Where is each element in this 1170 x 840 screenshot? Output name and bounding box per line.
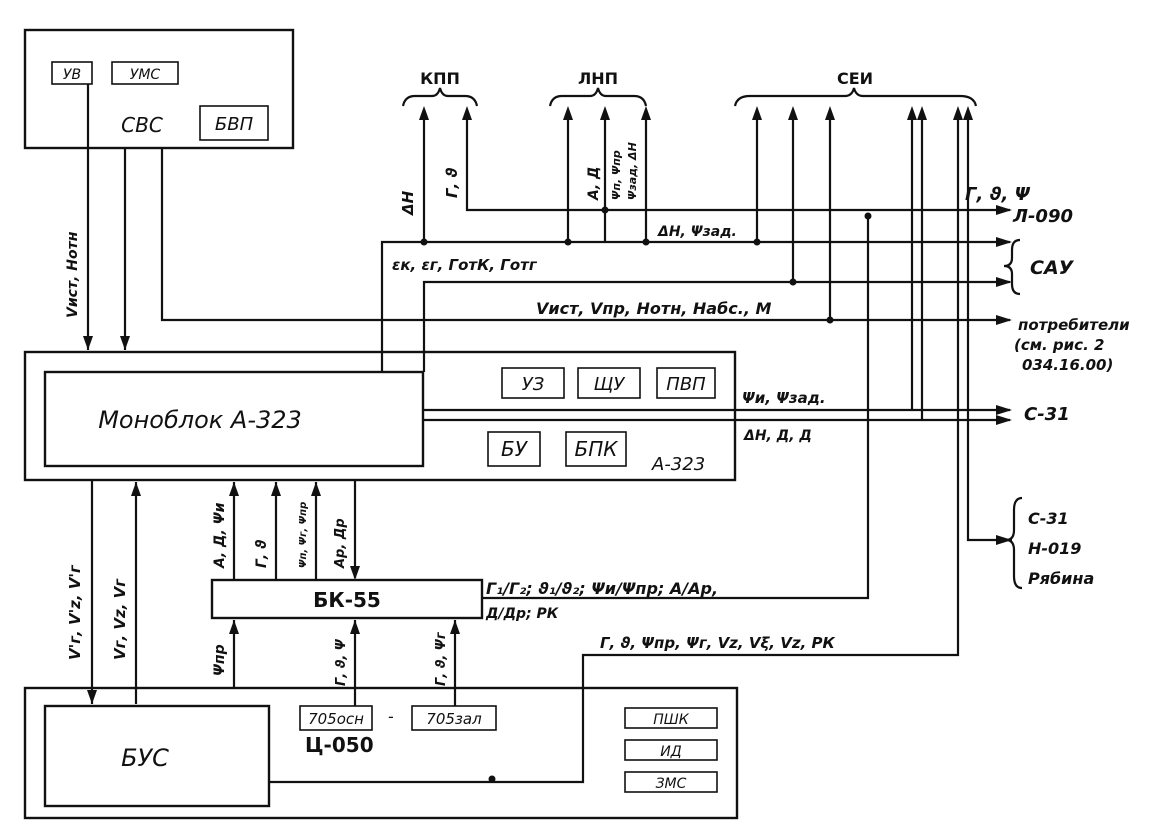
zms-label: ЗМС: [656, 776, 687, 792]
uv-label: УВ: [63, 67, 81, 83]
bk-out1-label: Г₁/Г₂; ϑ₁/ϑ₂; Ψи/Ψпр; А/Ар,: [486, 579, 718, 598]
uv-subblock: [51, 61, 93, 85]
potr-label-3: 034.16.00): [1022, 356, 1113, 374]
bu-label: БУ: [501, 437, 529, 461]
monoblock-label: Моноблок А-323: [98, 406, 302, 434]
705osn-label: 705осн: [308, 710, 364, 728]
bvp-label: БВП: [215, 114, 254, 135]
psi-lnp-label: Ψп, Ψпр: [610, 150, 623, 200]
g-theta-bk-label: Г, ϑ: [254, 539, 270, 568]
bpk-label: БПК: [575, 437, 619, 461]
block-svs: УВ УМС СВС БВП: [23, 28, 295, 150]
vist-hotn-label: Vист, Нотн: [65, 231, 81, 318]
705zap-label: 705зал: [426, 710, 482, 728]
ad-lnp-label: А, Д: [586, 167, 602, 202]
consumers: Л-090 САУ потребители (см. рис. 2 034.16…: [1003, 206, 1130, 590]
svs-label: СВС: [121, 113, 163, 137]
c050-dash: -: [388, 707, 394, 726]
sau-label: САУ: [1030, 257, 1075, 279]
signal-wires: [86, 84, 1012, 784]
junction-dots: [420, 206, 872, 783]
dh-ad-label: ΔН, Д, Д: [743, 428, 812, 444]
gtp-zap-label: Г, ϑ, Ψг: [434, 631, 449, 686]
gtp-osn-label: Г, ϑ, Ψ: [334, 638, 349, 686]
l090-label: Л-090: [1012, 206, 1073, 227]
a323-tag: А-323: [651, 454, 705, 475]
arrowheads: [83, 106, 1012, 704]
c31-label: С-31: [1024, 404, 1070, 425]
psi-pr-label: Ψпр: [212, 644, 228, 676]
psizad-lnp-label: Ψзад, ΔН: [626, 142, 639, 200]
c050-label: Ц-050: [305, 733, 374, 757]
bvp-subblock: [199, 105, 269, 141]
block-monoblock-a323: Моноблок А-323 УЗ ЩУ ПВП БУ БПК А-323: [23, 350, 737, 482]
group-h019-label: Н-019: [1028, 539, 1081, 558]
ad-psi-label: А, Д, Ψи: [212, 502, 228, 569]
bus-sei: СЕИ: [733, 69, 978, 107]
potr-label-1: потребители: [1018, 316, 1130, 334]
v-label: Vг, Vz, Vг: [111, 578, 129, 660]
vist-line-label: Vист, Vпр, Нотн, Набс., М: [536, 299, 771, 318]
shu-label: ЩУ: [594, 374, 626, 395]
bk55-label: БК-55: [313, 588, 381, 612]
dh-kpp-label: ΔН: [399, 190, 417, 216]
sei-label: СЕИ: [837, 69, 873, 88]
kpp-label: КПП: [420, 69, 460, 88]
lnp-label: ЛНП: [578, 69, 618, 88]
eps-label: εк, εг, ГотК, Готг: [392, 256, 538, 274]
bus-kpp: КПП: [401, 69, 479, 107]
pvp-label: ПВП: [666, 374, 706, 395]
uz-label: УЗ: [522, 374, 545, 395]
bus-label: БУС: [121, 744, 169, 772]
group-c31-label: С-31: [1028, 509, 1069, 528]
group-ryabina-label: Рябина: [1028, 569, 1094, 588]
pshk-label: ПШК: [653, 712, 689, 728]
v-prime-label: V'г, V'z, V'г: [66, 564, 84, 660]
ums-subblock: [111, 61, 179, 85]
ap-dp-label: Ар, Др: [333, 518, 348, 569]
ums-label: УМС: [130, 67, 161, 83]
bus-lnp: ЛНП: [548, 69, 648, 107]
potr-label-2: (см. рис. 2: [1014, 336, 1104, 354]
signal-labels: Vист, Нотн ΔН Г, ϑ А, Д Ψп, Ψпр Ψзад, ΔН…: [65, 142, 1031, 686]
bk-out2-label: Д/Др; РК: [485, 606, 559, 622]
psi-bk-label: Ψп, Ψг, Ψпр: [298, 502, 309, 568]
gamma-theta-kpp-label: Г, ϑ: [443, 168, 461, 198]
psi-c31-label: Ψи, Ψзад.: [742, 389, 826, 407]
block-bk55: БК-55: [210, 578, 484, 620]
block-c050: БУС 705осн - 705зал Ц-050 ПШК ИД ЗМС: [23, 686, 739, 820]
id-label: ИД: [660, 744, 681, 760]
dh-psizad-label: ΔН, Ψзад.: [657, 224, 737, 240]
c050-out-label: Г, ϑ, Ψпр, Ψг, Vz, Vξ, Vz, РК: [600, 634, 835, 652]
gvp-l090-label: Г, ϑ, Ψ: [965, 184, 1031, 205]
